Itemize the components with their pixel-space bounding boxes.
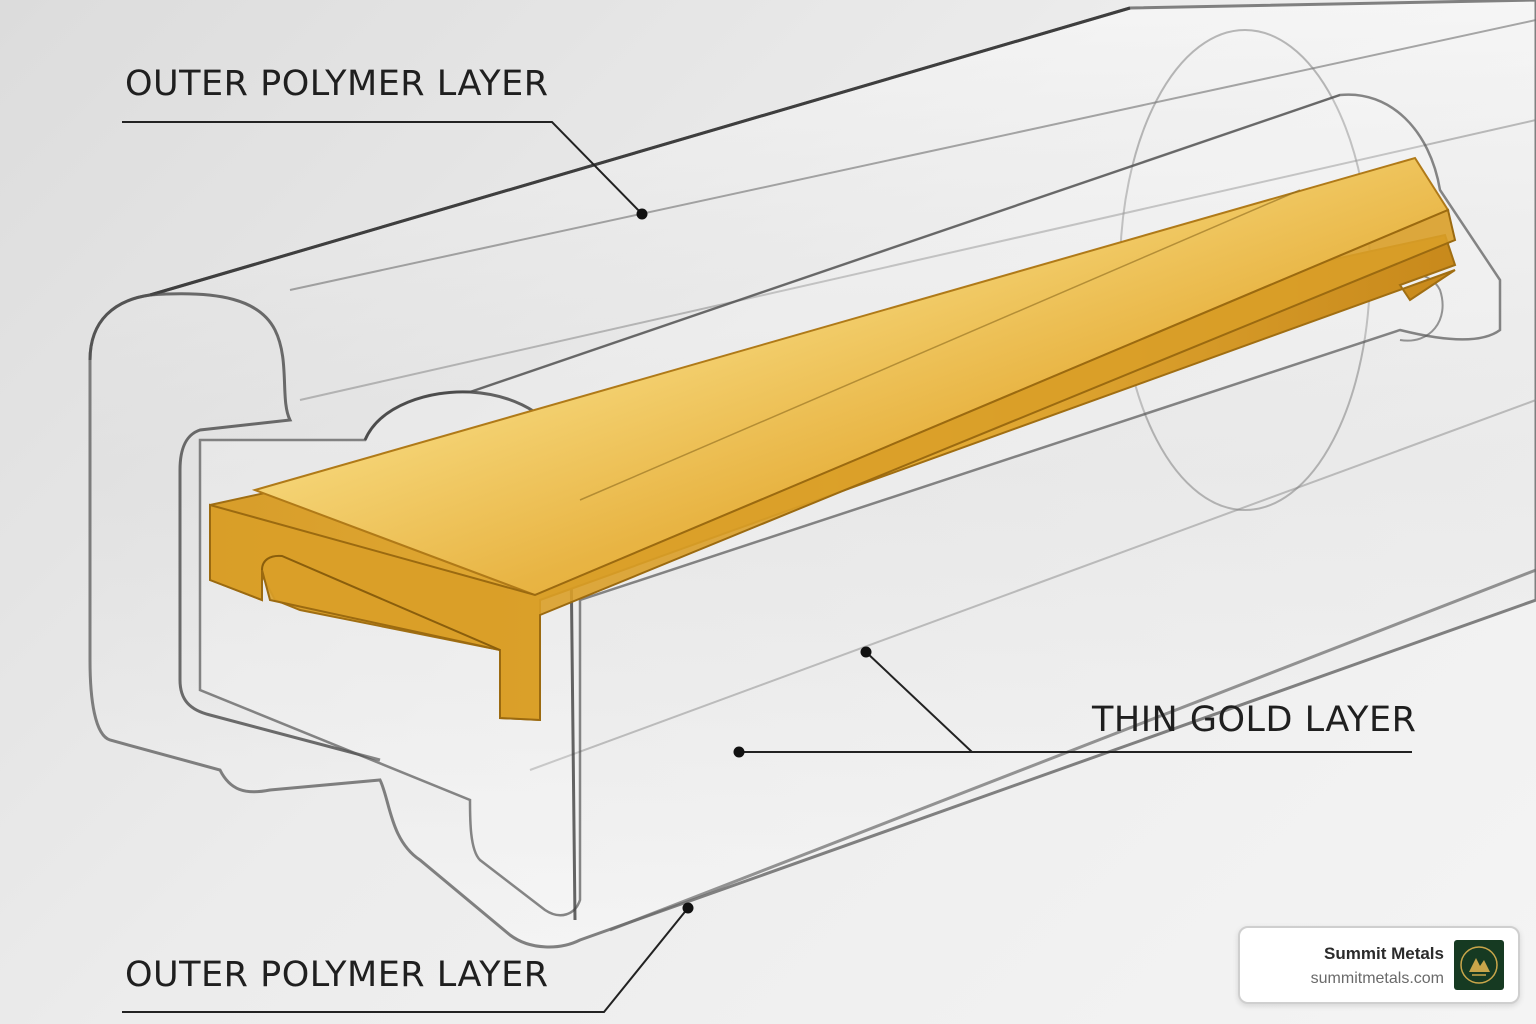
brand-name: Summit Metals [1324, 944, 1444, 963]
leader-outer-bottom [122, 907, 689, 1013]
leader-dot-outer-bottom [682, 902, 694, 914]
leader-dot-gold [860, 646, 872, 658]
thin-gold-layer [209, 156, 1457, 722]
leader-lines [122, 121, 1412, 1013]
leader-dot-gold-secondary [733, 746, 745, 758]
label-outer-polymer-layer-top: OUTER POLYMER LAYER [125, 64, 549, 104]
brand-card[interactable]: Summit Metals summitmetals.com [1238, 926, 1520, 1004]
label-outer-polymer-layer-bottom: OUTER POLYMER LAYER [125, 955, 549, 995]
leader-outer-top [122, 121, 643, 215]
summit-metals-logo-icon [1454, 940, 1504, 990]
label-thin-gold-layer: THIN GOLD LAYER [1092, 700, 1417, 740]
brand-url[interactable]: summitmetals.com [1310, 970, 1444, 987]
leader-dot-outer-top [636, 208, 648, 220]
